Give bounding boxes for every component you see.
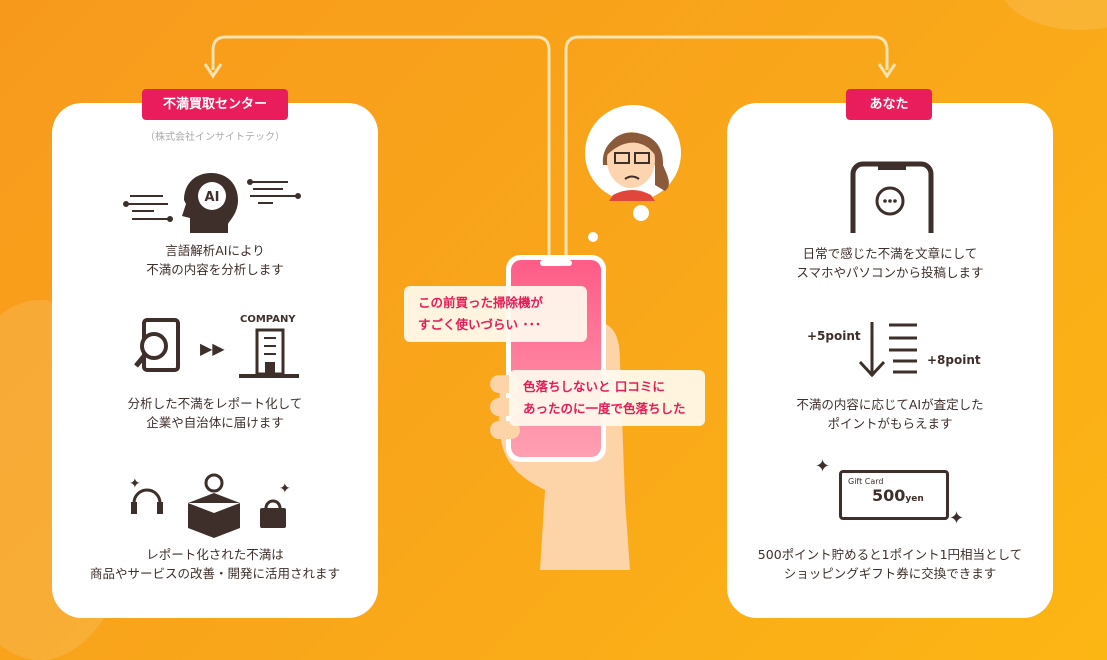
gift-card-amount: 500: [872, 486, 906, 505]
building-icon: [239, 328, 299, 378]
you-step3-line1: 500ポイント貯めると1ポイント1円相当として: [757, 547, 1023, 562]
step3-line1: レポート化された不満は: [146, 547, 284, 562]
point-8-label: +8point: [927, 353, 981, 367]
smartphone-chat-icon: [850, 161, 934, 233]
gift-card-icon: Gift Card 500yen: [839, 470, 949, 520]
gift-card-unit: yen: [905, 494, 924, 504]
you-step1-line2: スマホやパソコンから投稿します: [796, 265, 984, 280]
insight-center-card: （株式会社インサイトテック） AI 言語解析AIにより不満の内容を分析します ▶…: [52, 103, 378, 618]
report-magnifier-icon: [134, 318, 180, 372]
bubble2-line1: 色落ちしないと 口コミに: [523, 379, 665, 394]
company-label: COMPANY: [240, 314, 296, 325]
gift-card-title: Gift Card: [848, 477, 884, 486]
bubble1-line1: この前買った掃除機が: [418, 295, 544, 310]
you-tag: あなた: [846, 89, 932, 120]
ai-head-icon: AI: [123, 173, 301, 233]
company-name: （株式会社インサイトテック）: [145, 132, 285, 143]
complaint-bubble-2: 色落ちしないと 口コミにあったのに一度で色落ちした: [509, 370, 705, 426]
bubble2-line2: あったのに一度で色落ちした: [523, 401, 686, 416]
step3-line2: 商品やサービスの改善・開発に活用されます: [89, 566, 340, 581]
complaint-bubble-1: この前買った掃除機がすごく使いづらい ･･･: [404, 286, 587, 342]
you-card: 日常で感じた不満を文章にしてスマホやパソコンから投稿します +5point +8…: [727, 103, 1053, 618]
user-face-avatar: [585, 105, 681, 242]
ranking-arrow-icon: [858, 322, 917, 378]
step2-line1: 分析した不満をレポート化して: [127, 396, 303, 411]
svg-text:✦: ✦: [279, 481, 291, 497]
you-step2-line2: ポイントがもらえます: [827, 416, 953, 431]
point-5-label: +5point: [807, 329, 861, 343]
insight-center-tag: 不満買取センター: [142, 89, 288, 120]
you-step3-line2: ショッピングギフト券に交換できます: [783, 566, 997, 581]
svg-text:✦: ✦: [129, 476, 141, 492]
sparkle-icon: ✦: [815, 456, 831, 477]
you-step1-line1: 日常で感じた不満を文章にして: [802, 246, 978, 261]
step2-line2: 企業や自治体に届けます: [146, 415, 284, 430]
sparkle-icon: ✦: [949, 508, 965, 529]
product-box-icons: ✦✦: [129, 473, 291, 538]
you-step2-line1: 不満の内容に応じてAIが査定した: [796, 397, 984, 412]
step1-line1: 言語解析AIにより: [165, 243, 265, 258]
bubble1-line2: すごく使いづらい ･･･: [418, 317, 542, 332]
fast-forward-icon: ▶▶: [200, 339, 225, 358]
ai-badge: AI: [205, 190, 220, 205]
step1-line2: 不満の内容を分析します: [146, 262, 284, 277]
